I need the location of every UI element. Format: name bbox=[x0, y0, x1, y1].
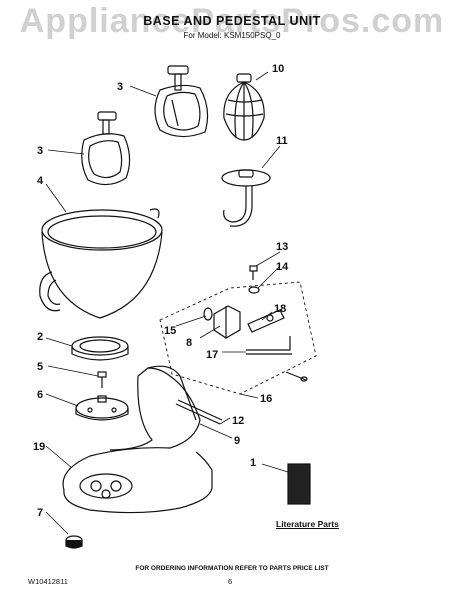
callout-6: 6 bbox=[37, 389, 43, 401]
dashed-group-outline bbox=[159, 281, 317, 395]
lock-washer[interactable] bbox=[248, 286, 260, 294]
callout-4: 4 bbox=[37, 175, 44, 187]
leader-lines bbox=[45, 71, 289, 535]
spring[interactable] bbox=[246, 336, 292, 355]
callout-3-lower: 3 bbox=[37, 145, 43, 157]
callout-2: 2 bbox=[37, 331, 43, 343]
page-number: 6 bbox=[228, 577, 233, 586]
lock-lever[interactable] bbox=[247, 309, 285, 333]
page-title: BASE AND PEDESTAL UNIT bbox=[143, 14, 321, 28]
callout-9: 11 bbox=[276, 135, 288, 147]
callout-5: 5 bbox=[37, 361, 43, 373]
ordering-note: FOR ORDERING INFORMATION REFER TO PARTS … bbox=[135, 565, 329, 572]
literature-booklet[interactable] bbox=[287, 463, 311, 505]
pedestal-base[interactable] bbox=[62, 365, 213, 514]
watermark: AppliancePartsPros.com bbox=[19, 2, 445, 40]
callout-17: 18 bbox=[274, 303, 286, 315]
pivot-pin[interactable] bbox=[285, 371, 308, 382]
callout-15: 16 bbox=[260, 393, 272, 405]
callout-1: 1 bbox=[250, 457, 256, 469]
document-number: W10412811 bbox=[28, 577, 68, 586]
callout-13: 14 bbox=[276, 261, 289, 273]
screw[interactable] bbox=[97, 371, 107, 388]
lock-bracket[interactable] bbox=[213, 305, 241, 339]
callout-10: 8 bbox=[186, 337, 192, 349]
callout-12: 13 bbox=[276, 241, 288, 253]
flat-beater-lower[interactable] bbox=[81, 111, 131, 186]
callout-7: 7 bbox=[37, 507, 43, 519]
callout-8: 10 bbox=[272, 63, 284, 75]
dough-hook[interactable] bbox=[221, 169, 271, 227]
model-subtitle: For Model: KSM150PSQ_0 bbox=[183, 31, 281, 40]
clamping-plate[interactable] bbox=[71, 336, 129, 361]
callout-3-upper: 3 bbox=[117, 81, 123, 93]
wire-whip[interactable] bbox=[223, 73, 265, 141]
literature-parts-label: Literature Parts bbox=[276, 519, 339, 529]
callout-labels: 3 3 10 11 4 2 5 6 19 7 1 13 14 15 8 17 1… bbox=[33, 63, 289, 519]
callout-14: 15 bbox=[164, 325, 176, 337]
screw-small[interactable] bbox=[249, 265, 258, 280]
mixing-bowl[interactable] bbox=[39, 208, 163, 319]
callout-16: 17 bbox=[206, 349, 218, 361]
hinge-pin[interactable] bbox=[175, 399, 223, 425]
flat-beater-upper[interactable] bbox=[154, 65, 209, 138]
base-plate[interactable] bbox=[75, 395, 129, 421]
callout-18: 9 bbox=[234, 435, 240, 447]
washer[interactable] bbox=[203, 307, 213, 321]
callout-11: 12 bbox=[232, 415, 244, 427]
rubber-foot[interactable] bbox=[65, 535, 83, 549]
callout-19: 19 bbox=[33, 441, 45, 453]
